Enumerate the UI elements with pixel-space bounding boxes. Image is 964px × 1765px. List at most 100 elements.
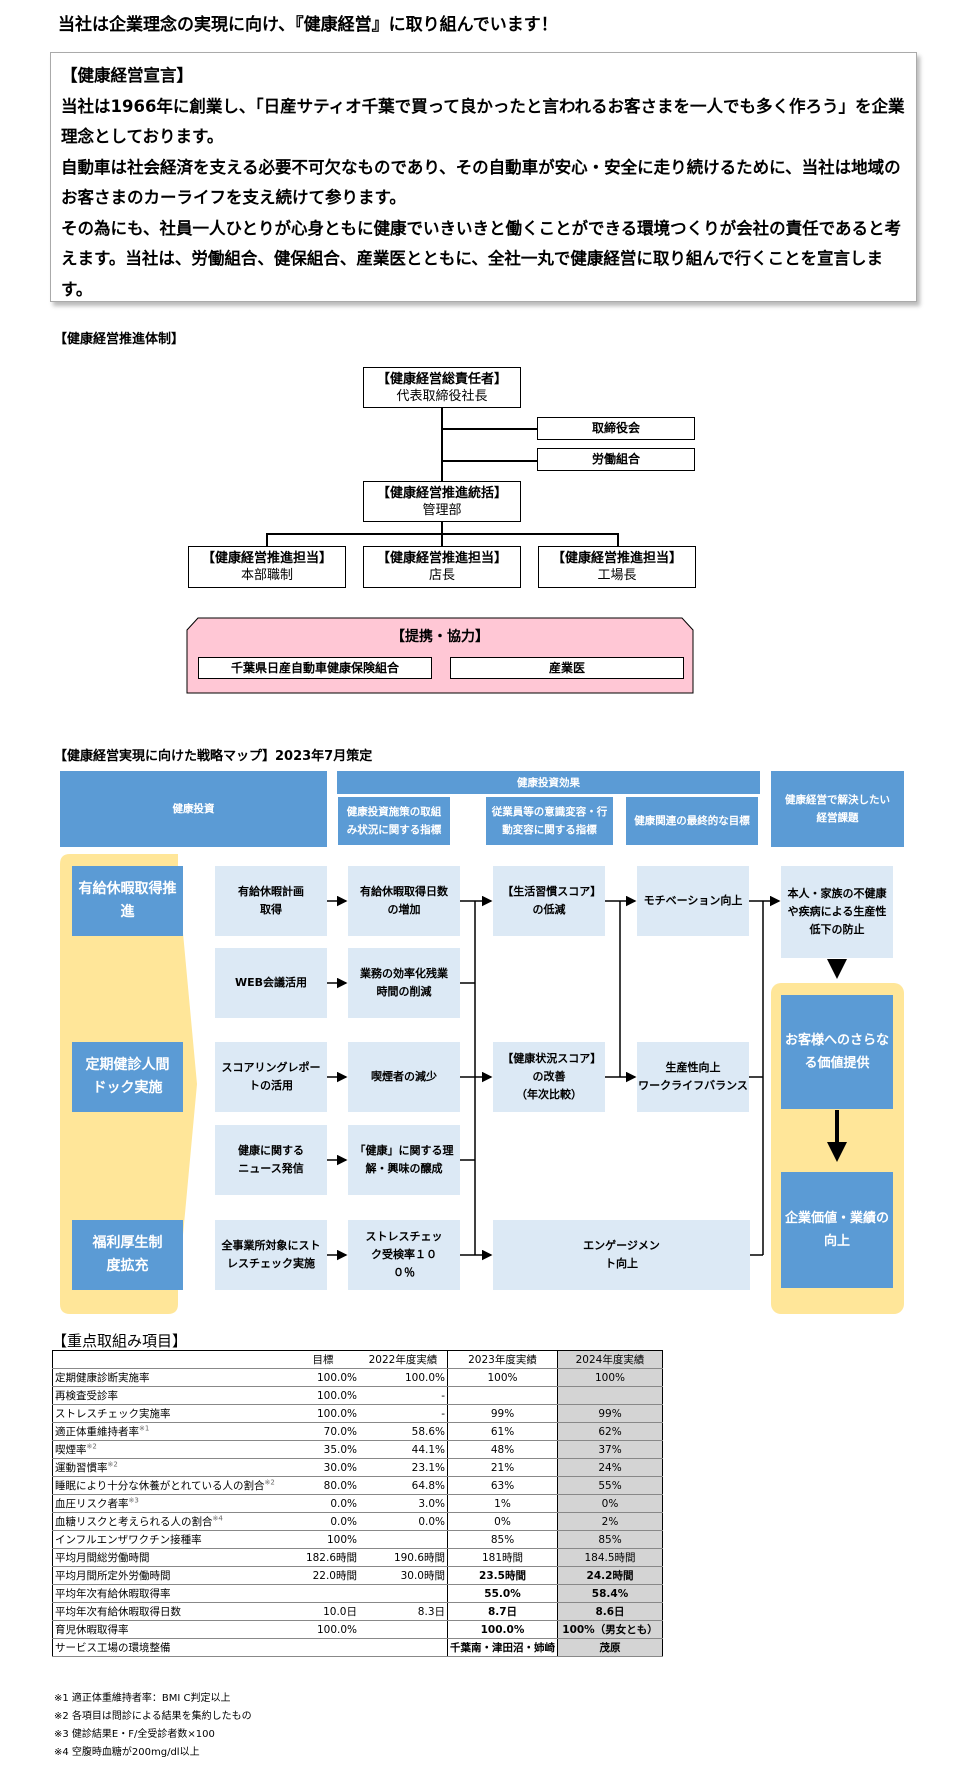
table-cell: 8.3日: [359, 1602, 448, 1621]
org-leaf-role: 【健康経営推進担当】: [551, 551, 682, 566]
page-title: 当社は企業理念の実現に向け、『健康経営』に取り組んでいます！: [58, 15, 558, 35]
partner-box-insurance: 千葉県日産自動車健康保険組合: [198, 657, 432, 679]
behavior-health-sub: （年次比較）: [516, 1088, 582, 1101]
table-header-row: 目標 2022年度実績 2023年度実績 2024年度実績: [52, 1350, 663, 1369]
behavior-health-text: 【健康状況スコア】の改善: [502, 1052, 596, 1083]
table-cell: 100.0%: [287, 1620, 359, 1639]
header-goal: 健康経営で解決したい経営課題: [771, 771, 904, 847]
table-cell: 0.0%: [287, 1494, 359, 1513]
table-cell: 70.0%: [287, 1422, 359, 1441]
table-cell: 62%: [557, 1422, 663, 1441]
table-cell: 63%: [447, 1476, 558, 1495]
measure-box: スコアリングレポートの活用: [215, 1042, 327, 1112]
table-row-label-text: 再検査受診率: [55, 1390, 118, 1402]
table-cell: 3.0%: [359, 1494, 448, 1513]
table-cell: [359, 1620, 448, 1639]
table-cell: 24%: [557, 1458, 663, 1477]
table-row-label: 平均月間所定外労働時間: [52, 1566, 287, 1585]
org-mid-box: 【健康経営推進統括】 管理部: [363, 481, 521, 522]
table-header-cell: 2022年度実績: [359, 1350, 448, 1369]
table-cell: [557, 1386, 663, 1405]
table-row-label-text: 平均月間所定外労働時間: [55, 1570, 171, 1582]
table-row-label: 適正体重維持者率※1: [52, 1422, 287, 1441]
table-row-label: ストレスチェック実施率: [52, 1404, 287, 1423]
header-effect: 健康投資効果: [337, 771, 760, 794]
table-row-label-text: 育児休暇取得率: [55, 1624, 129, 1636]
indicator-box: ストレスチェック受検率１００％: [348, 1220, 460, 1290]
table-row-label-text: 定期健康診断実施率: [55, 1372, 150, 1384]
org-leaf-name: 本部職制: [240, 568, 293, 583]
table-cell: 8.6日: [557, 1602, 663, 1621]
table-title: 【重点取組み項目】: [52, 1332, 188, 1350]
table-cell: 85%: [557, 1530, 663, 1549]
table-cell: 100.0%: [447, 1620, 558, 1639]
table-cell: 21%: [447, 1458, 558, 1477]
behavior-health-box: 【健康状況スコア】の改善 （年次比較）: [493, 1042, 605, 1112]
footnote: ※2 各項目は問診による結果を集約したもの: [54, 1711, 252, 1722]
table-row-label-text: サービス工場の環境整備: [55, 1642, 171, 1654]
table-cell: 100.0%: [359, 1368, 448, 1387]
table-row-label-text: 平均年次有給休暇取得日数: [55, 1606, 181, 1618]
table-cell: [359, 1584, 448, 1603]
table-row-label-text: 平均月間総労働時間: [55, 1552, 150, 1564]
table-cell: 100%: [287, 1530, 359, 1549]
measure-box: 健康に関するニュース発信: [215, 1125, 327, 1195]
org-top-box: 【健康経営総責任者】 代表取締役社長: [363, 367, 521, 408]
table-cell: 2%: [557, 1512, 663, 1531]
pillar-paid-leave: 有給休暇取得推進: [72, 866, 183, 936]
table-cell: [359, 1530, 448, 1549]
footnote: ※1 適正体重維持者率：BMI C判定以上: [54, 1693, 231, 1704]
org-mid-name: 管理部: [422, 503, 462, 518]
table-header-cell: 2024年度実績: [557, 1350, 663, 1369]
table-cell: 8.7日: [447, 1602, 558, 1621]
table-row-label-text: 平均年次有給休暇取得率: [55, 1588, 171, 1600]
indicator-box: 業務の効率化残業時間の削減: [348, 948, 460, 1018]
table-cell: 64.8%: [359, 1476, 448, 1495]
issue-box: 本人・家族の不健康や疾病による生産性低下の防止: [781, 866, 893, 958]
table-cell: 58.6%: [359, 1422, 448, 1441]
behavior-lifestyle-box: 【生活習慣スコア】の低減: [493, 866, 605, 936]
table-cell: -: [359, 1386, 448, 1405]
table-cell: [359, 1638, 448, 1657]
indicator-box: 「健康」に関する理解・興味の醸成: [348, 1125, 460, 1195]
indicator-box: 喫煙者の減少: [348, 1042, 460, 1112]
strategy-connectors: [327, 895, 847, 1261]
org-line: [441, 533, 443, 547]
footnotes: ※1 適正体重維持者率：BMI C判定以上 ※2 各項目は問診による結果を集約し…: [54, 1690, 252, 1762]
table-cell: 0.0%: [287, 1512, 359, 1531]
table-header-cell: 目標: [287, 1350, 359, 1369]
header-col-b: 従業員等の意識変容・行動変容に関する指標: [484, 795, 615, 847]
table-row-label: 血糖リスクと考えられる人の割合※4: [52, 1512, 287, 1531]
table-row-label: 喫煙率※2: [52, 1440, 287, 1459]
table-cell: 茂原: [557, 1638, 663, 1657]
corporate-value-box: 企業価値・業績の向上: [781, 1172, 893, 1288]
header-investment: 健康投資: [60, 771, 327, 847]
table-cell: 37%: [557, 1440, 663, 1459]
table-row-label-text: 睡眠により十分な休養がとれている人の割合: [55, 1480, 265, 1492]
org-line: [617, 533, 619, 547]
declaration-box: 【健康経営宣言】 当社は1966年に創業し、「日産サティオ千葉で買って良かったと…: [50, 52, 917, 302]
pillar-welfare: 福利厚生制度拡充: [72, 1220, 183, 1290]
table-header-cell: [52, 1350, 287, 1369]
table-cell: 0.0%: [359, 1512, 448, 1531]
table-cell: 23.5時間: [447, 1566, 558, 1585]
org-board-box: 取締役会: [537, 417, 695, 440]
table-row-label: 血圧リスク者率※3: [52, 1494, 287, 1513]
table-cell: 100.0%: [287, 1386, 359, 1405]
table-cell: 22.0時間: [287, 1566, 359, 1585]
table-cell: 44.1%: [359, 1440, 448, 1459]
org-leaf-name: 店長: [428, 568, 455, 583]
table-cell: 48%: [447, 1440, 558, 1459]
table-row-label: 平均月間総労働時間: [52, 1548, 287, 1567]
table-row-label: 睡眠により十分な休養がとれている人の割合※2: [52, 1476, 287, 1495]
table-row-label: 運動習慣率※2: [52, 1458, 287, 1477]
table-cell: 55.0%: [447, 1584, 558, 1603]
table-cell: 1%: [447, 1494, 558, 1513]
table-row-label-text: ストレスチェック実施率: [55, 1408, 171, 1420]
